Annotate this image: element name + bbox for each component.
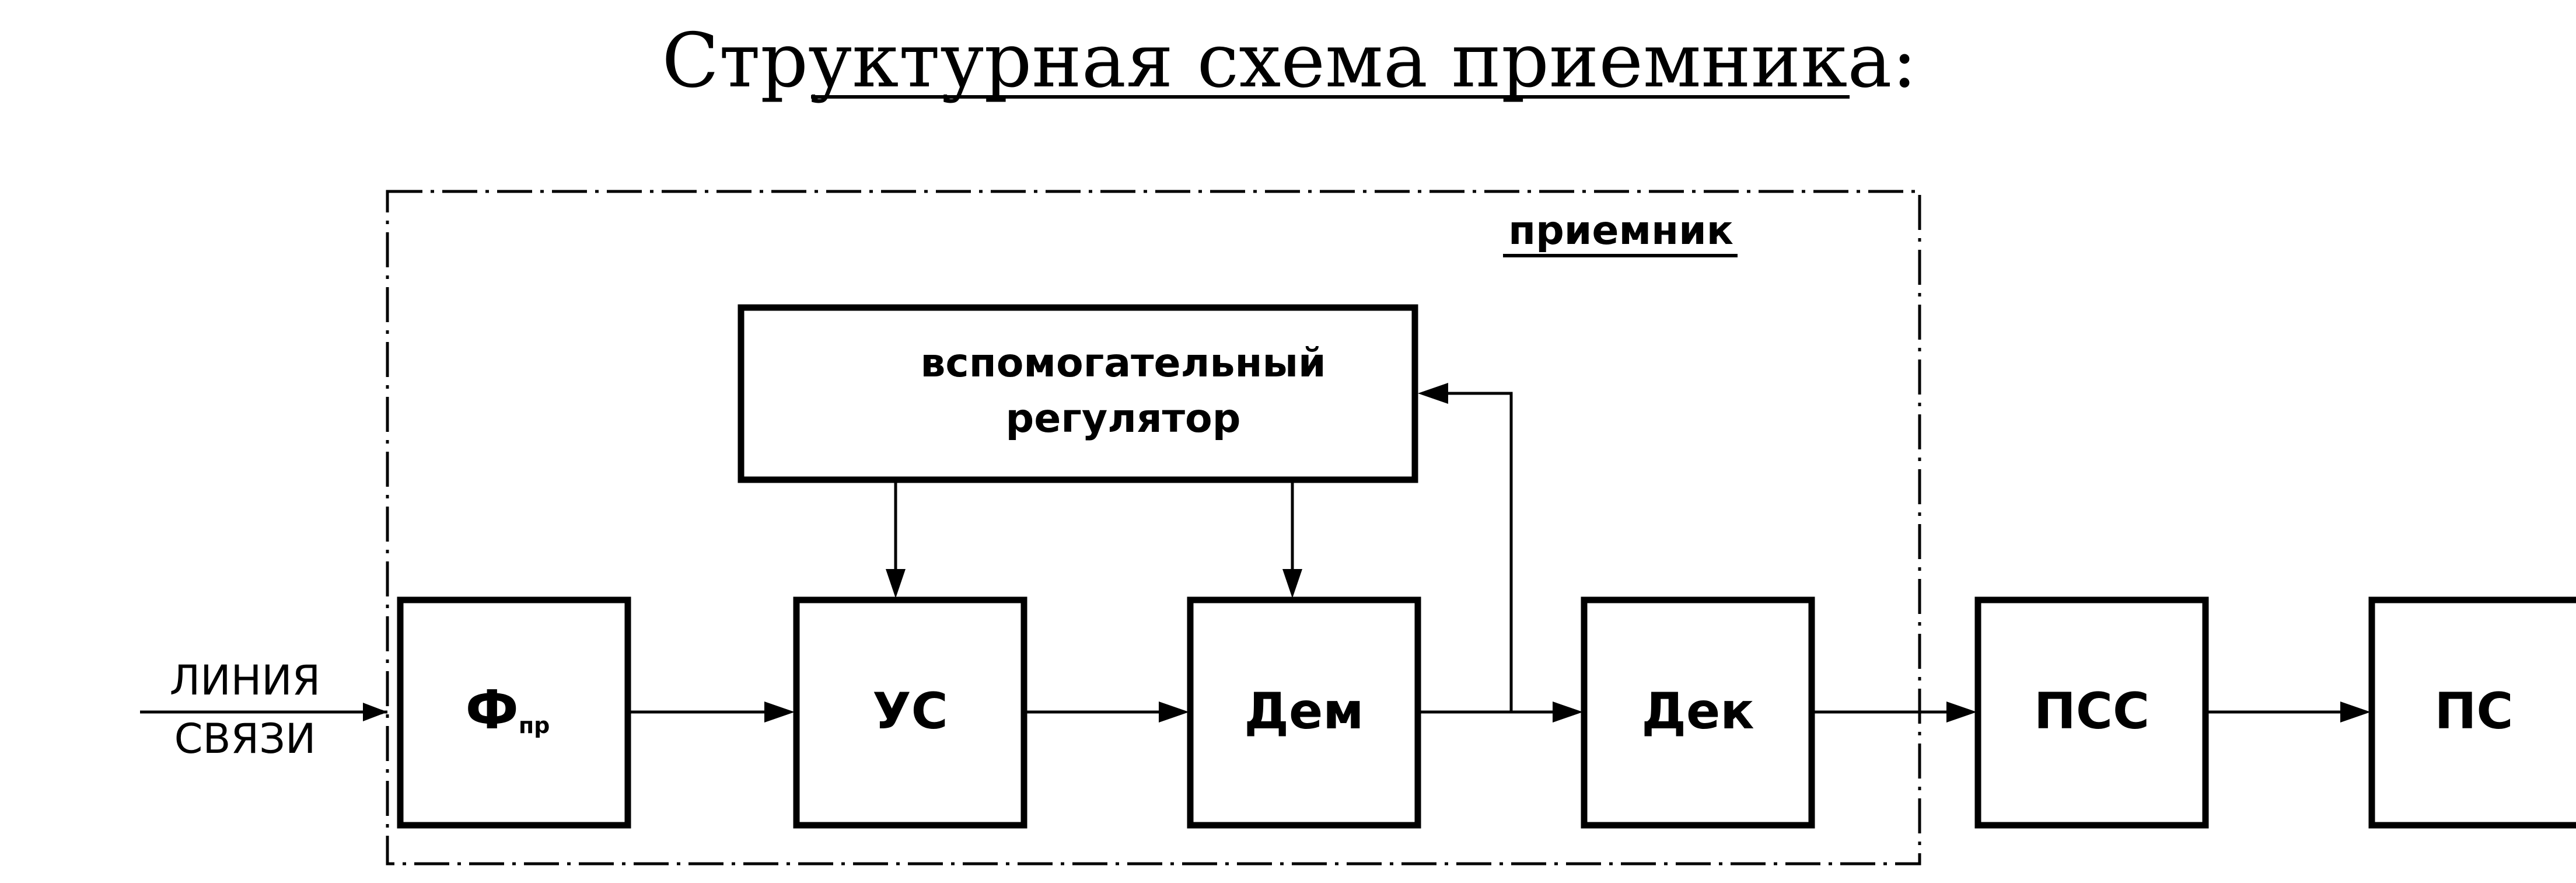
filter-label: Фпр (466, 679, 550, 741)
us-label: УС (872, 682, 948, 741)
ps-label: ПС (2434, 682, 2513, 741)
arrowhead-pss-to-ps (2340, 701, 2371, 723)
filter-label-subscript: пр (519, 713, 550, 738)
receiver-frame (386, 190, 1921, 865)
diagram-title: Структурная схема приемника: (662, 18, 1917, 104)
filter-block: Фпр (397, 596, 631, 829)
input-line-label-bottom: СВЯЗИ (174, 715, 316, 763)
pss-label: ПСС (2034, 682, 2149, 741)
feedback-dem-to-regulator (1436, 392, 1513, 712)
arrowhead-dem-to-dek (1553, 701, 1583, 723)
arrowhead-filter-to-us (764, 701, 795, 723)
dem-block: Дем (1187, 596, 1421, 829)
arrowhead-regulator-to-us (886, 569, 906, 598)
aux-regulator-block: вспомогательный регулятор (738, 304, 1418, 483)
us-block: УС (793, 596, 1027, 829)
arrowhead-us-to-dem (1159, 701, 1189, 723)
filter-label-main: Ф (466, 679, 519, 741)
arrowhead-dek-to-pss (1946, 701, 1977, 723)
arrowhead-regulator-to-dem (1282, 569, 1302, 598)
dem-label: Дем (1244, 682, 1364, 741)
receiver-label: приемник (1508, 208, 1733, 254)
aux-regulator-label-line1: вспомогательный (920, 340, 1326, 386)
dek-label: Дек (1641, 682, 1754, 741)
arrowhead-feedback (1418, 383, 1448, 404)
dek-block: Дек (1581, 596, 1815, 829)
pss-block: ПСС (1974, 596, 2209, 829)
input-line-label-top: ЛИНИЯ (170, 657, 321, 704)
aux-regulator-label-line2: регулятор (1006, 396, 1241, 442)
arrowhead-input (363, 703, 387, 721)
ps-block: ПС (2368, 596, 2576, 829)
